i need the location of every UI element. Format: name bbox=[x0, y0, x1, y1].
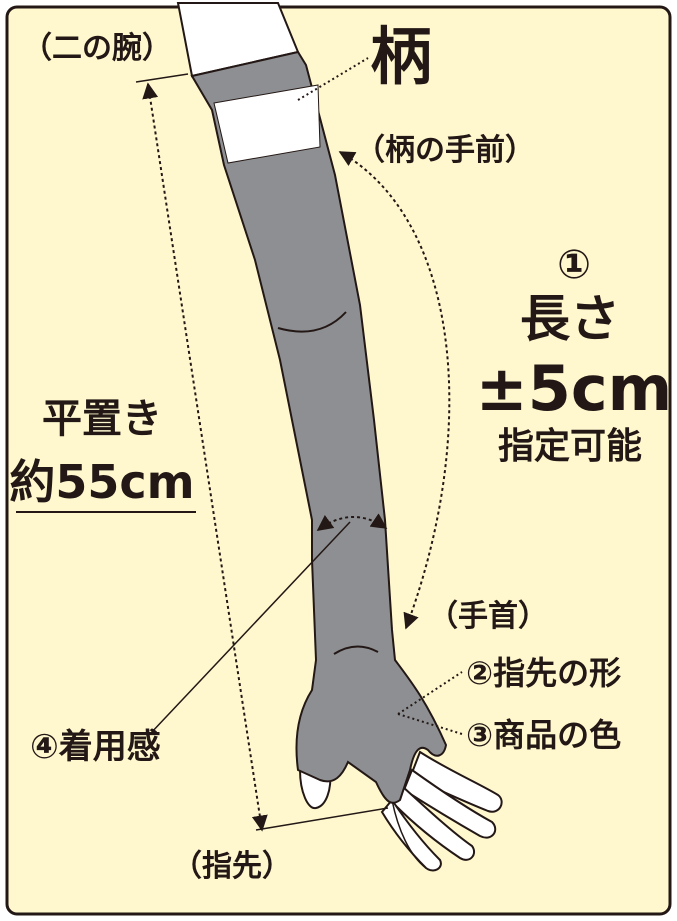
flat-length-title: 平置き bbox=[42, 396, 162, 442]
pattern-front-label: （柄の手前） bbox=[355, 133, 535, 168]
product-color-label: ③商品の色 bbox=[466, 716, 621, 754]
fit-label: ④着用感 bbox=[30, 727, 161, 767]
pattern-label: 柄 bbox=[370, 20, 432, 93]
length-adjust-arrow bbox=[338, 151, 451, 630]
fit-leader bbox=[149, 521, 351, 735]
length-note: 指定可能 bbox=[498, 426, 642, 467]
fingertip-shape-label: ②指先の形 bbox=[466, 654, 621, 692]
fingertip-label: （指先） bbox=[172, 849, 292, 884]
wrist-curve bbox=[333, 645, 379, 655]
wrist-label: （手首） bbox=[428, 599, 548, 634]
upper-arm-label: （二の腕） bbox=[22, 31, 172, 66]
pattern-leader bbox=[297, 57, 369, 101]
hand-fingers bbox=[298, 750, 503, 872]
length-title: 長さ bbox=[520, 290, 620, 348]
length-tolerance: ±5cm bbox=[476, 352, 672, 425]
product-color-leader bbox=[397, 713, 463, 735]
bottom-reference-line bbox=[255, 807, 389, 831]
flat-length-value: 約55cm bbox=[9, 455, 194, 509]
fit-width-arrow bbox=[316, 513, 388, 531]
length-number: ① bbox=[557, 242, 591, 288]
top-reference-line bbox=[135, 73, 189, 83]
